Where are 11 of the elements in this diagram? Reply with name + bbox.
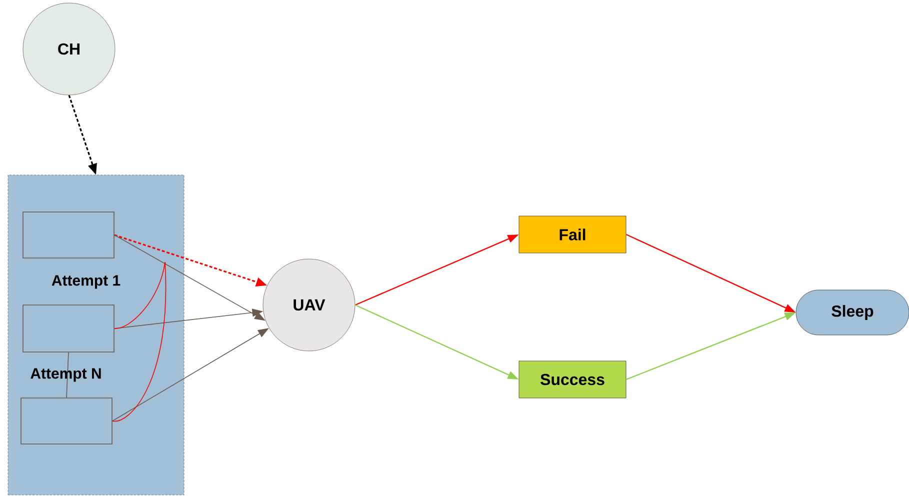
curve-line xyxy=(114,262,166,329)
attempt-box xyxy=(22,304,114,352)
attempt-label: Attempt 1 xyxy=(52,275,120,289)
attempt-box xyxy=(22,212,114,258)
connector-line xyxy=(66,352,69,398)
state-box: Success xyxy=(518,360,626,398)
attempt-box xyxy=(20,398,112,444)
curve-line xyxy=(112,262,166,422)
state-box: Fail xyxy=(518,216,626,254)
state-pill: Sleep xyxy=(796,290,909,336)
attempt-label: Attempt N xyxy=(30,368,101,382)
